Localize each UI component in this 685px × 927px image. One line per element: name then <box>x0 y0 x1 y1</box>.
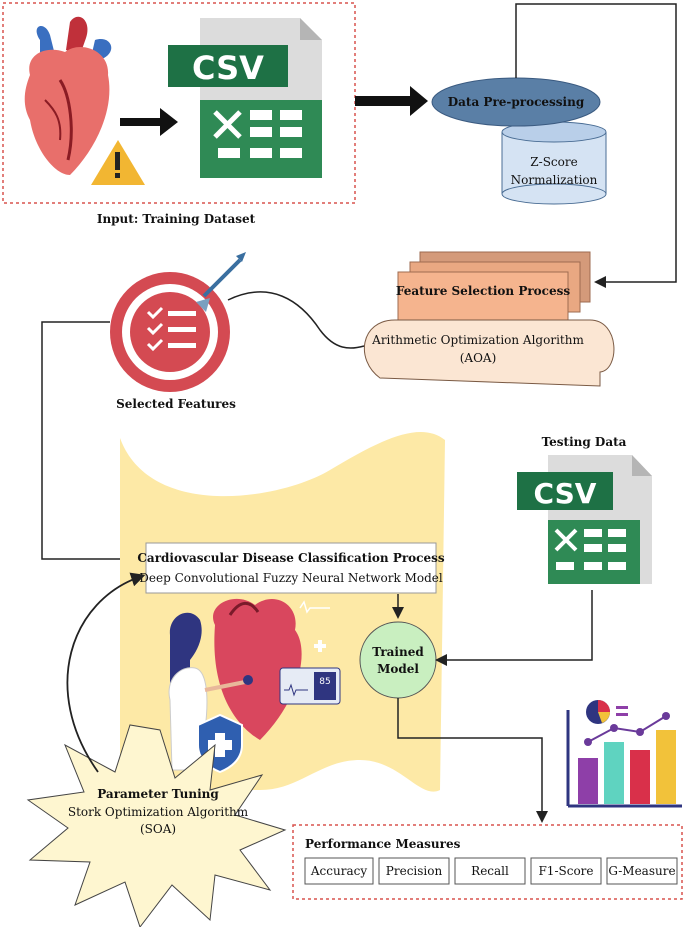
aoa-banner <box>364 319 615 387</box>
connector-tuning-to-classification <box>66 572 146 773</box>
performance-item-g-measure: G-Measure <box>608 864 675 878</box>
performance-item-box <box>530 857 602 885</box>
z-score-cylinder <box>501 121 607 205</box>
target-checklist-icon <box>110 252 246 392</box>
monitor-reading: 85 <box>319 677 330 687</box>
performance-item-box <box>454 857 526 885</box>
selected-features-label: Selected Features <box>116 397 236 411</box>
connector-selected-to-classification <box>41 321 145 565</box>
parameter-tuning-starburst <box>26 724 287 927</box>
performance-item-accuracy: Accuracy <box>310 864 367 878</box>
arrow-heart-to-csv <box>120 108 178 136</box>
classification-subtitle: Deep Convolutional Fuzzy Neural Network … <box>139 571 443 585</box>
z-score-label-1: Z-Score <box>530 155 577 169</box>
heart-warning-icon <box>24 16 145 185</box>
performance-item-box <box>378 857 450 885</box>
tuning-line-2: (SOA) <box>140 822 176 836</box>
csv-file-icon: CSV <box>168 18 322 178</box>
z-score-label-2: Normalization <box>511 173 598 187</box>
aoa-line-1: Arithmetic Optimization Algorithm <box>371 333 584 347</box>
tuning-line-1: Stork Optimization Algorithm <box>68 805 249 819</box>
connector-testing-to-trained <box>435 590 593 666</box>
performance-item-box <box>606 857 678 885</box>
tuning-title: Parameter Tuning <box>97 787 219 801</box>
performance-item-box <box>304 857 374 885</box>
input-dataset-label: Input: Training Dataset <box>97 212 256 226</box>
connector-trained-to-performance <box>397 698 548 823</box>
trained-line-1: Trained <box>372 645 424 659</box>
feature-selection-stack <box>397 251 591 323</box>
connector-preprocess-to-feature <box>515 3 677 288</box>
testing-csv-file-icon: CSV <box>517 455 652 584</box>
testing-csv-label: CSV <box>534 477 597 510</box>
feature-selection-title: Feature Selection Process <box>396 284 571 298</box>
classification-title: Cardiovascular Disease Classification Pr… <box>137 551 444 565</box>
arrow-csv-to-preprocess <box>355 86 428 116</box>
aoa-line-2: (AOA) <box>460 351 497 365</box>
preprocess-title: Data Pre-processing <box>448 95 585 109</box>
performance-item-f1-score: F1-Score <box>538 864 593 878</box>
bar-chart-illustration <box>566 700 682 808</box>
testing-data-label: Testing Data <box>542 435 627 449</box>
csv-label: CSV <box>192 49 264 87</box>
performance-item-precision: Precision <box>386 864 443 878</box>
doctor-heart-illustration: 85 <box>168 598 341 774</box>
classification-box <box>145 542 437 594</box>
trained-line-2: Model <box>377 662 419 676</box>
connector-target-to-aoa <box>227 291 365 349</box>
trained-model-circle <box>359 621 437 699</box>
performance-items: Accuracy Precision Recall F1-Score G-Measure <box>304 857 678 885</box>
performance-title: Performance Measures <box>305 837 461 851</box>
performance-item-recall: Recall <box>471 864 509 878</box>
